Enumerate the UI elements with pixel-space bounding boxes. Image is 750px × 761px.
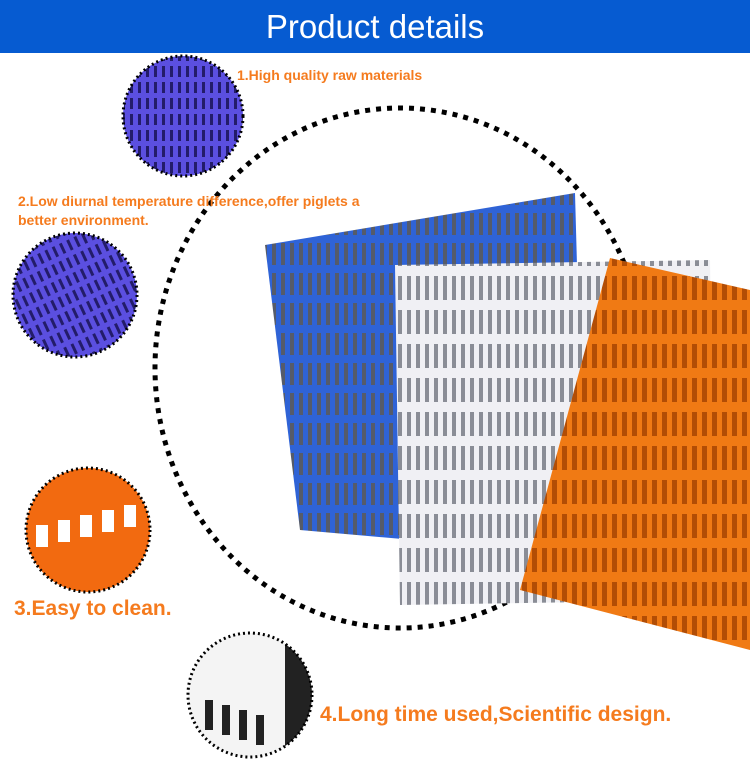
detail-circle-4 (186, 631, 314, 759)
page-title: Product details (265, 7, 485, 45)
detail-circle-2 (11, 231, 139, 359)
detail-circle-1 (121, 54, 245, 178)
feature-4: 4.Long time used,Scientific design. (320, 703, 672, 726)
feature-1: 1.High quality raw materials (237, 67, 423, 83)
feature-3: 3.Easy to clean. (14, 597, 172, 620)
feature-2: 2.Low diurnal temperature difference,off… (18, 193, 360, 228)
header-banner: Product details (0, 0, 750, 53)
detail-circle-3 (24, 466, 152, 594)
orange-panel (520, 258, 750, 650)
